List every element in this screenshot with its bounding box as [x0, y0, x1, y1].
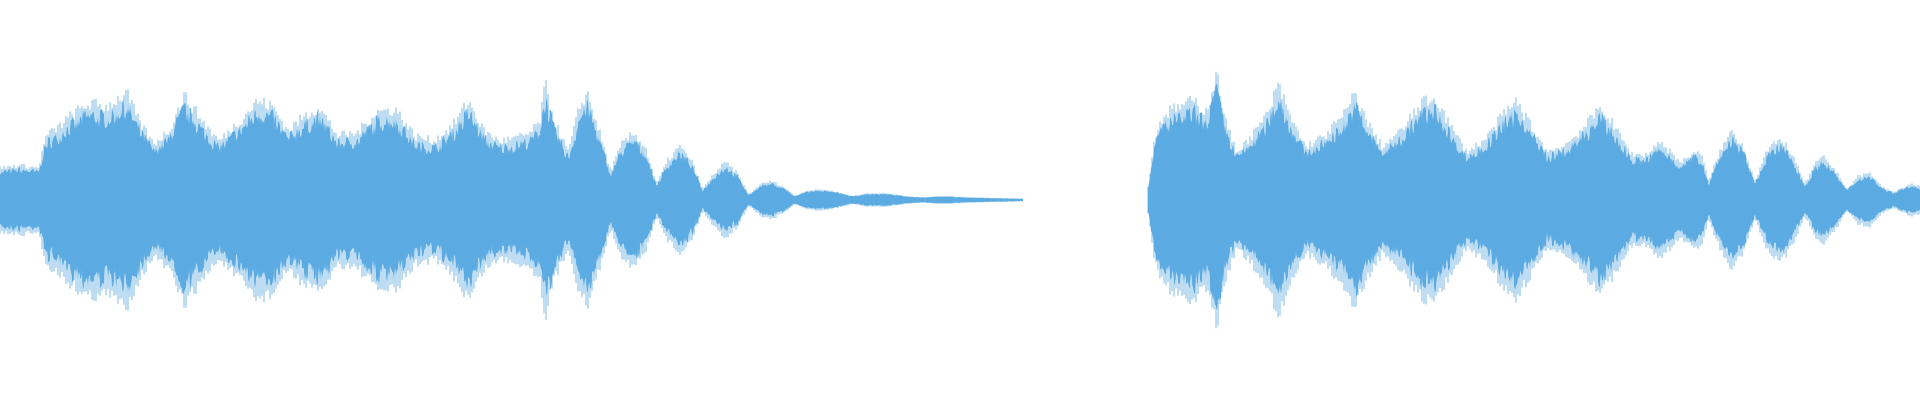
- waveform-segments: [0, 71, 1920, 329]
- waveform-segment-2: [1147, 71, 1920, 329]
- waveform-spikes: [0, 80, 1023, 320]
- waveform-spikes: [1147, 71, 1920, 329]
- waveform-segment-1: [0, 80, 1023, 320]
